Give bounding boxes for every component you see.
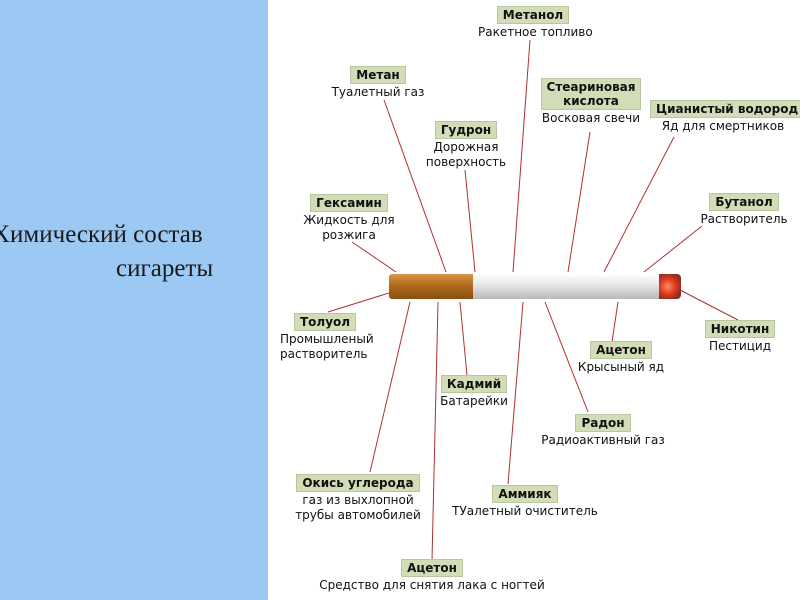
callout-kadmiy: Кадмий Батарейки — [432, 375, 516, 409]
callout-name: Цианистый водород — [650, 100, 800, 118]
callout-name: Толуол — [294, 313, 356, 331]
callout-metanol: Метанол Ракетное топливо — [478, 6, 588, 40]
leader-aceton2 — [432, 302, 438, 560]
leader-stearin — [568, 132, 590, 272]
callout-aceton1: Ацетон Крысыный яд — [566, 341, 676, 375]
callout-geksamin: Гексамин Жидкость для розжига — [296, 194, 402, 243]
callout-desc-line1: Дорожная — [416, 140, 516, 155]
callout-name-line2: кислота — [547, 94, 636, 108]
callout-desc: Крысыный яд — [566, 360, 676, 375]
callout-name: Гексамин — [310, 194, 388, 212]
callout-nikotin: Никотин Пестицид — [696, 320, 784, 354]
cigarette-paper — [473, 274, 661, 299]
callout-name-line1: Стеариновая — [547, 80, 636, 94]
callout-desc: Восковая свечи — [535, 111, 647, 126]
callout-name: Гудрон — [435, 121, 497, 139]
leader-aceton1 — [612, 302, 618, 342]
callout-desc: Туалетный газ — [322, 85, 434, 100]
callout-desc-line2: трубы автомобилей — [284, 508, 432, 523]
callout-desc: Пестицид — [696, 339, 784, 354]
leader-butanol — [644, 226, 702, 272]
callout-cyanide: Цианистый водород Яд для смертников — [650, 100, 796, 134]
callout-name: Ацетон — [401, 559, 463, 577]
callout-name: Бутанол — [709, 193, 778, 211]
leader-gudron — [465, 170, 475, 272]
callout-name: Кадмий — [441, 375, 507, 393]
leader-toluol — [328, 293, 389, 312]
cigarette-ember — [659, 274, 681, 299]
callout-name: Ацетон — [590, 341, 652, 359]
callout-name: Аммияк — [492, 485, 557, 503]
callout-name: Окись углерода — [296, 474, 419, 492]
callout-desc-line1: газ из выхлопной — [284, 493, 432, 508]
callout-radon: Радон Радиоактивный газ — [531, 414, 675, 448]
callout-gudron: Гудрон Дорожная поверхность — [416, 121, 516, 170]
leader-geksamin — [352, 242, 396, 272]
callout-name: Радон — [575, 414, 630, 432]
callout-desc: Батарейки — [432, 394, 516, 409]
callout-name: Метанол — [497, 6, 569, 24]
callout-desc: Средство для снятия лака с ногтей — [302, 578, 562, 593]
callout-desc: ТУалетный очиститель — [440, 504, 610, 519]
leader-kadmiy — [460, 302, 467, 375]
callout-name: Метан — [350, 66, 405, 84]
leader-cyanide — [604, 137, 674, 272]
cigarette-filter — [389, 274, 473, 299]
callout-desc-line2: розжига — [296, 228, 402, 243]
leader-nikotin — [680, 290, 738, 320]
callout-ammiak: Аммияк ТУалетный очиститель — [440, 485, 610, 519]
callout-name: Стеариновая кислота — [541, 78, 642, 110]
callout-desc-line1: Жидкость для — [296, 213, 402, 228]
callout-desc: Радиоактивный газ — [531, 433, 675, 448]
callout-aceton2: Ацетон Средство для снятия лака с ногтей — [302, 559, 562, 593]
callout-stearin: Стеариновая кислота Восковая свечи — [535, 78, 647, 126]
callout-desc: Ракетное топливо — [478, 25, 588, 40]
callout-desc-line2: растворитель — [280, 347, 380, 362]
callout-desc-line2: поверхность — [416, 155, 516, 170]
callout-name: Никотин — [705, 320, 776, 338]
callout-toluol: Толуол Промышленый растворитель — [280, 313, 380, 362]
callout-desc-line1: Промышленый — [280, 332, 380, 347]
callout-desc: Яд для смертников — [650, 119, 796, 134]
callout-co: Окись углерода газ из выхлопной трубы ав… — [284, 474, 432, 523]
callout-desc: Растворитель — [692, 212, 796, 227]
callout-butanol: Бутанол Растворитель — [692, 193, 796, 227]
callout-metan: Метан Туалетный газ — [322, 66, 434, 100]
